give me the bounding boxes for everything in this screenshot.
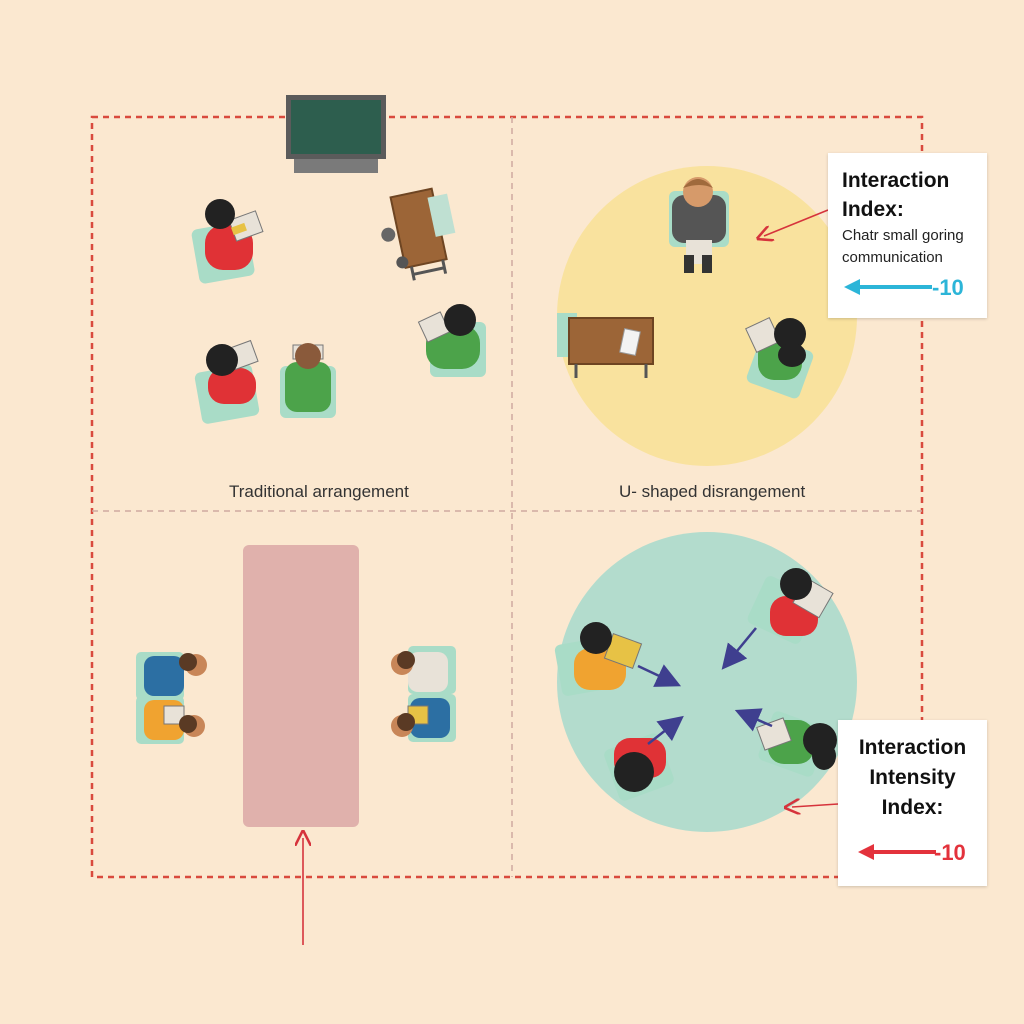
inward-arrow [637, 664, 682, 687]
long-table [243, 545, 359, 827]
outer-dashed-border [90, 115, 924, 879]
card-desc-line2: communication [842, 249, 943, 266]
student-icon [669, 177, 729, 273]
student-icon [756, 711, 837, 777]
card-title-line1: Interaction [858, 736, 967, 759]
interaction-index-card: Interaction Index: Chatr small goring co… [828, 153, 987, 318]
student-icon [554, 622, 643, 696]
student-icon [745, 317, 814, 399]
card-title-line2: Intensity [869, 766, 956, 789]
student-icon [604, 733, 674, 801]
student-icon [747, 568, 834, 644]
card-desc-line1: Chatr small goring [842, 227, 964, 244]
student-icon [391, 646, 456, 694]
inward-arrow [647, 715, 684, 745]
inward-arrow [721, 627, 757, 670]
card-title-line1: Interaction [842, 169, 950, 192]
red-arrow-icon [858, 844, 936, 860]
u-shaped-arrangement-label: U- shaped disrangement [619, 482, 806, 501]
student-icon [136, 696, 205, 744]
card-title-line2: Index: [842, 198, 904, 221]
student-icon [191, 199, 264, 284]
student-icon [391, 694, 456, 742]
student-icon [417, 304, 486, 377]
interaction-intensity-value: -10 [934, 840, 966, 865]
pointer-arrow [792, 804, 839, 807]
traditional-arrangement-label: Traditional arrangement [229, 482, 409, 501]
pointer-arrow [764, 209, 829, 236]
interaction-intensity-card: Interaction Intensity Index: -10 [838, 720, 987, 886]
cyan-arrow-icon [844, 279, 932, 295]
card-title-line3: Index: [881, 796, 944, 819]
chalkboard-icon [286, 95, 386, 173]
interaction-index-value: -10 [932, 275, 964, 300]
desk-icon [557, 313, 654, 378]
student-icon [194, 339, 260, 424]
student-icon [136, 652, 207, 700]
inward-arrow [734, 708, 773, 732]
student-icon [280, 343, 336, 418]
teacher-desk-icon [381, 187, 456, 281]
